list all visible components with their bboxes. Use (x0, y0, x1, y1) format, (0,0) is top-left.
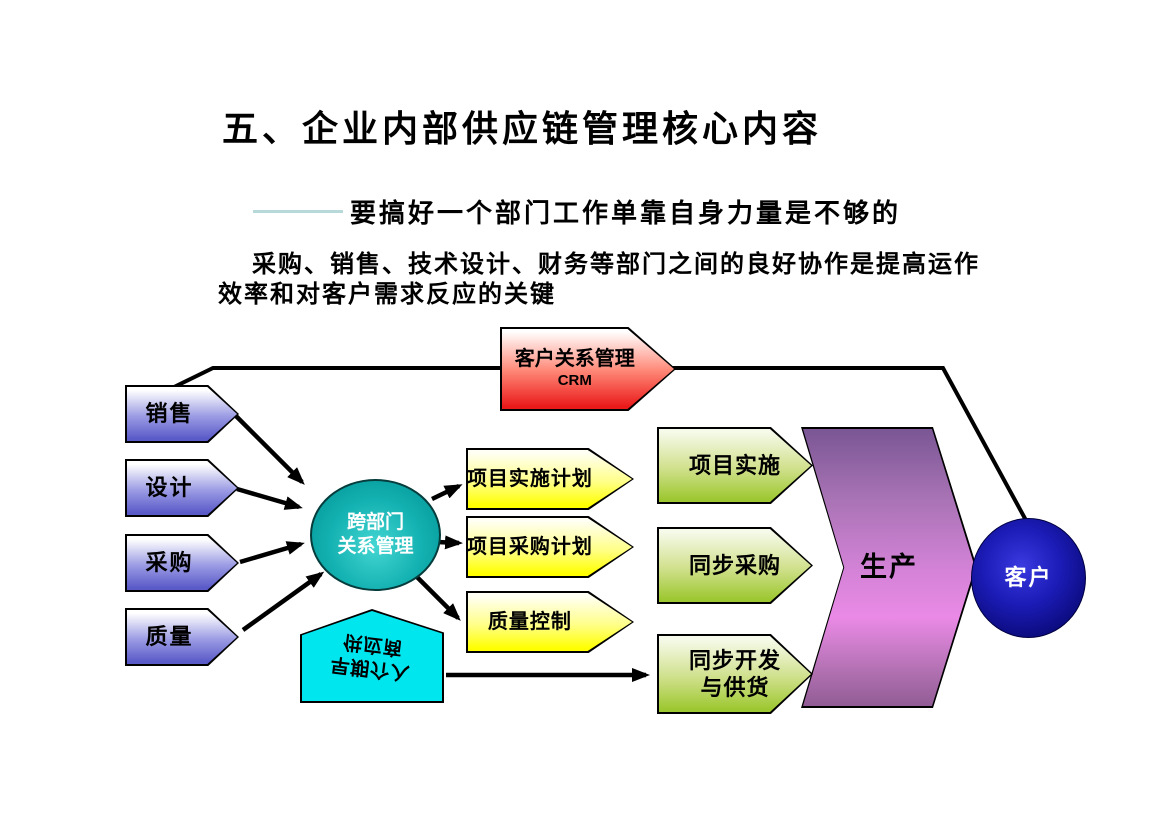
page-title: 五、企业内部供应链管理核心内容 (222, 108, 823, 149)
dept-sales-shape: 销售 (125, 385, 239, 443)
crm-abbr: CRM (557, 372, 592, 390)
dept-procurement-label: 采购 (145, 550, 194, 576)
exec-implementation-label: 项目实施 (657, 427, 813, 504)
exec-implementation-shape: 项目实施 (657, 427, 813, 504)
crm-arrow-shape: 客户关系管理 CRM (500, 327, 676, 411)
hub-label: 跨部门 关系管理 (312, 481, 439, 589)
arrow-sales-to-hub (234, 414, 305, 485)
arrow-quality-to-hub (241, 571, 325, 632)
hub-label-line1: 跨部门 (346, 512, 404, 534)
dept-design-shape: 设计 (125, 459, 239, 517)
exec-sync-procurement-line1: 同步采购 (688, 552, 781, 578)
production-label: 生产 (860, 551, 918, 582)
subtitle-dash (253, 210, 343, 213)
exec-sync-procurement-label: 同步采购 (657, 527, 813, 604)
dept-quality-label: 质量 (145, 624, 194, 650)
arrow-procurement-to-hub (239, 541, 305, 565)
arrow-design-to-hub (236, 486, 303, 510)
exec-sync-procurement-shape: 同步采购 (657, 527, 813, 604)
plan-implementation-shape: 项目实施计划 (466, 448, 634, 510)
supplier-label: 供应商 早期介入 (295, 601, 449, 712)
dept-sales-label: 销售 (145, 401, 194, 427)
plan-quality-control-label: 质量控制 (487, 610, 572, 633)
dept-procurement-shape: 采购 (125, 534, 239, 592)
exec-implementation-line1: 项目实施 (688, 452, 781, 478)
exec-sync-development-line2: 与供货 (700, 675, 770, 700)
crm-arrow-label: 客户关系管理 CRM (500, 327, 650, 411)
dept-design-label: 设计 (145, 475, 194, 501)
arrow-hub-to-quality-control (408, 568, 461, 621)
crm-title: 客户关系管理 (514, 348, 635, 371)
arrow-hub-to-implementation-plan (431, 483, 463, 502)
intro-paragraph: 采购、销售、技术设计、财务等部门之间的良好协作是提高运作效率和对客户需求反应的关… (218, 251, 980, 308)
plan-quality-control-shape: 质量控制 (466, 591, 634, 653)
dept-quality-shape: 质量 (125, 608, 239, 666)
arrow-hub-to-procurement-plan (436, 535, 463, 550)
plan-implementation-label: 项目实施计划 (466, 467, 593, 490)
exec-sync-development-line1: 同步开发 (688, 647, 781, 673)
exec-sync-development-shape: 同步开发 与供货 (657, 634, 813, 714)
hub-label-line2: 关系管理 (337, 536, 414, 557)
production-chevron-shape: 生产 (801, 427, 977, 708)
exec-sync-development-label: 同步开发 与供货 (657, 634, 813, 714)
customer-circle: 客户 (971, 518, 1086, 638)
customer-label: 客户 (1004, 565, 1053, 591)
plan-procurement-label: 项目采购计划 (466, 535, 593, 558)
hub-circle: 跨部门 关系管理 (310, 479, 441, 591)
subtitle: 要搞好一个部门工作单靠自身力量是不够的 (350, 198, 902, 228)
supplier-shape: 供应商 早期介入 (300, 609, 444, 703)
plan-procurement-shape: 项目采购计划 (466, 516, 634, 578)
